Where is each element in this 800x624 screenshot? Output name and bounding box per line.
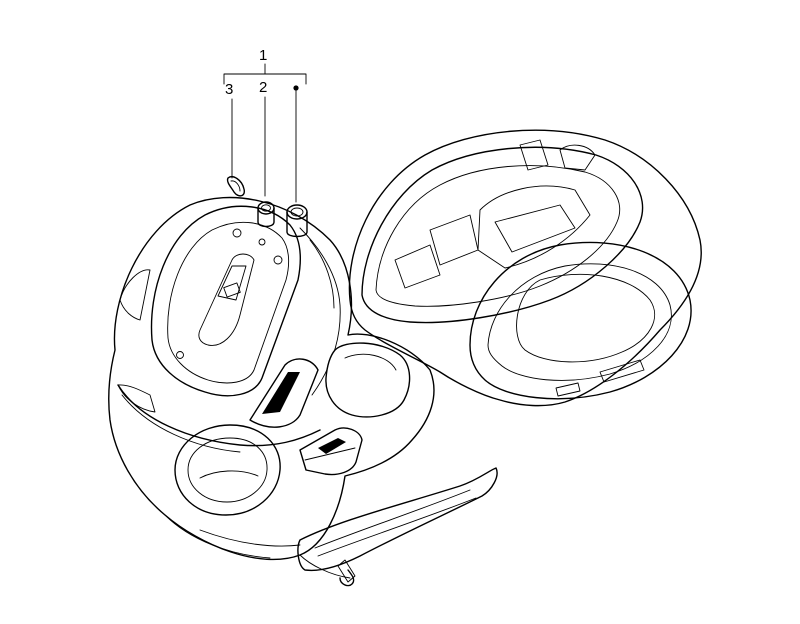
callout-label-1[interactable]: 1 [259, 47, 267, 64]
rear-body-shell [348, 129, 702, 407]
callout-group: 1 2 3 [223, 47, 307, 203]
sleeve-part-2 [257, 201, 275, 228]
front-leg-shield [108, 196, 435, 587]
clip-part-3 [226, 176, 246, 197]
leader-dot [293, 85, 299, 91]
leader-1-bracket [223, 73, 307, 85]
callout-label-3[interactable]: 3 [225, 81, 233, 98]
callout-label-2[interactable]: 2 [259, 79, 267, 96]
floorboard [297, 467, 498, 583]
